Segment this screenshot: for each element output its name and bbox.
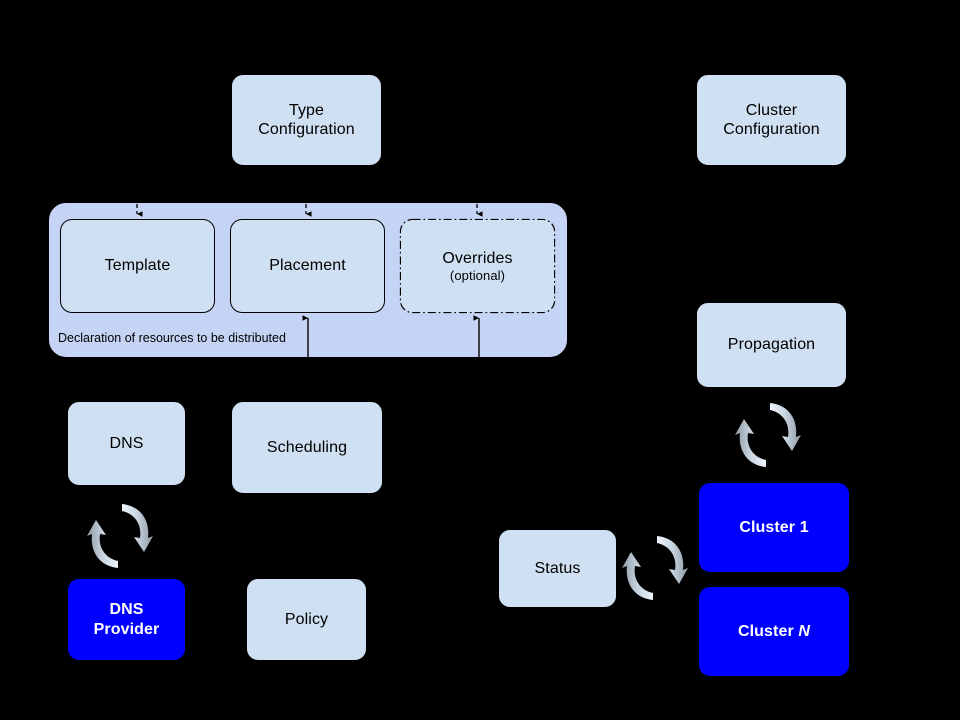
overrides-label: Overrides — [442, 249, 513, 267]
node-dns-provider[interactable]: DNS Provider — [67, 578, 186, 661]
cluster-n-prefix: Cluster — [737, 622, 794, 640]
sync-cycle-icon-status — [622, 536, 688, 600]
scheduling-label: Scheduling — [266, 438, 348, 456]
node-overrides[interactable]: Overrides (optional) — [401, 220, 554, 312]
node-cluster-n[interactable]: Cluster N — [698, 586, 850, 677]
cluster-1-label: Cluster 1 — [739, 518, 808, 537]
node-cluster-configuration[interactable]: Cluster Configuration — [696, 74, 847, 166]
template-label: Template — [104, 257, 171, 275]
dns-label: DNS — [109, 434, 144, 452]
node-propagation[interactable]: Propagation — [696, 302, 847, 388]
node-dns[interactable]: DNS — [67, 401, 186, 486]
cluster-configuration-line2: Configuration — [723, 121, 820, 138]
policy-label: Policy — [284, 610, 329, 628]
cluster-n-suffix: N — [798, 622, 811, 640]
dns-provider-line1: DNS — [109, 601, 144, 619]
node-placement[interactable]: Placement — [230, 219, 385, 313]
cluster-1-prefix: Cluster — [739, 518, 796, 536]
sync-cycle-icon-dns — [87, 504, 153, 568]
node-cluster-1[interactable]: Cluster 1 — [698, 482, 850, 573]
node-policy[interactable]: Policy — [246, 578, 367, 661]
node-scheduling[interactable]: Scheduling — [231, 401, 383, 494]
node-template[interactable]: Template — [60, 219, 215, 313]
type-configuration-line2: Configuration — [258, 121, 355, 138]
dns-provider-line2: Provider — [93, 620, 160, 638]
placement-label: Placement — [269, 257, 346, 275]
resource-declaration-caption: Declaration of resources to be distribut… — [58, 331, 286, 345]
sync-cycle-icon-propagation — [735, 403, 801, 467]
propagation-label: Propagation — [727, 336, 816, 354]
node-status[interactable]: Status — [498, 529, 617, 608]
overrides-sublabel: (optional) — [449, 267, 506, 283]
cluster-1-suffix: 1 — [799, 518, 809, 536]
type-configuration-line1: Type — [288, 101, 325, 119]
status-label: Status — [534, 559, 581, 577]
cluster-configuration-line1: Cluster — [745, 101, 798, 119]
node-type-configuration[interactable]: Type Configuration — [231, 74, 382, 166]
cluster-n-label: Cluster N — [738, 622, 810, 641]
